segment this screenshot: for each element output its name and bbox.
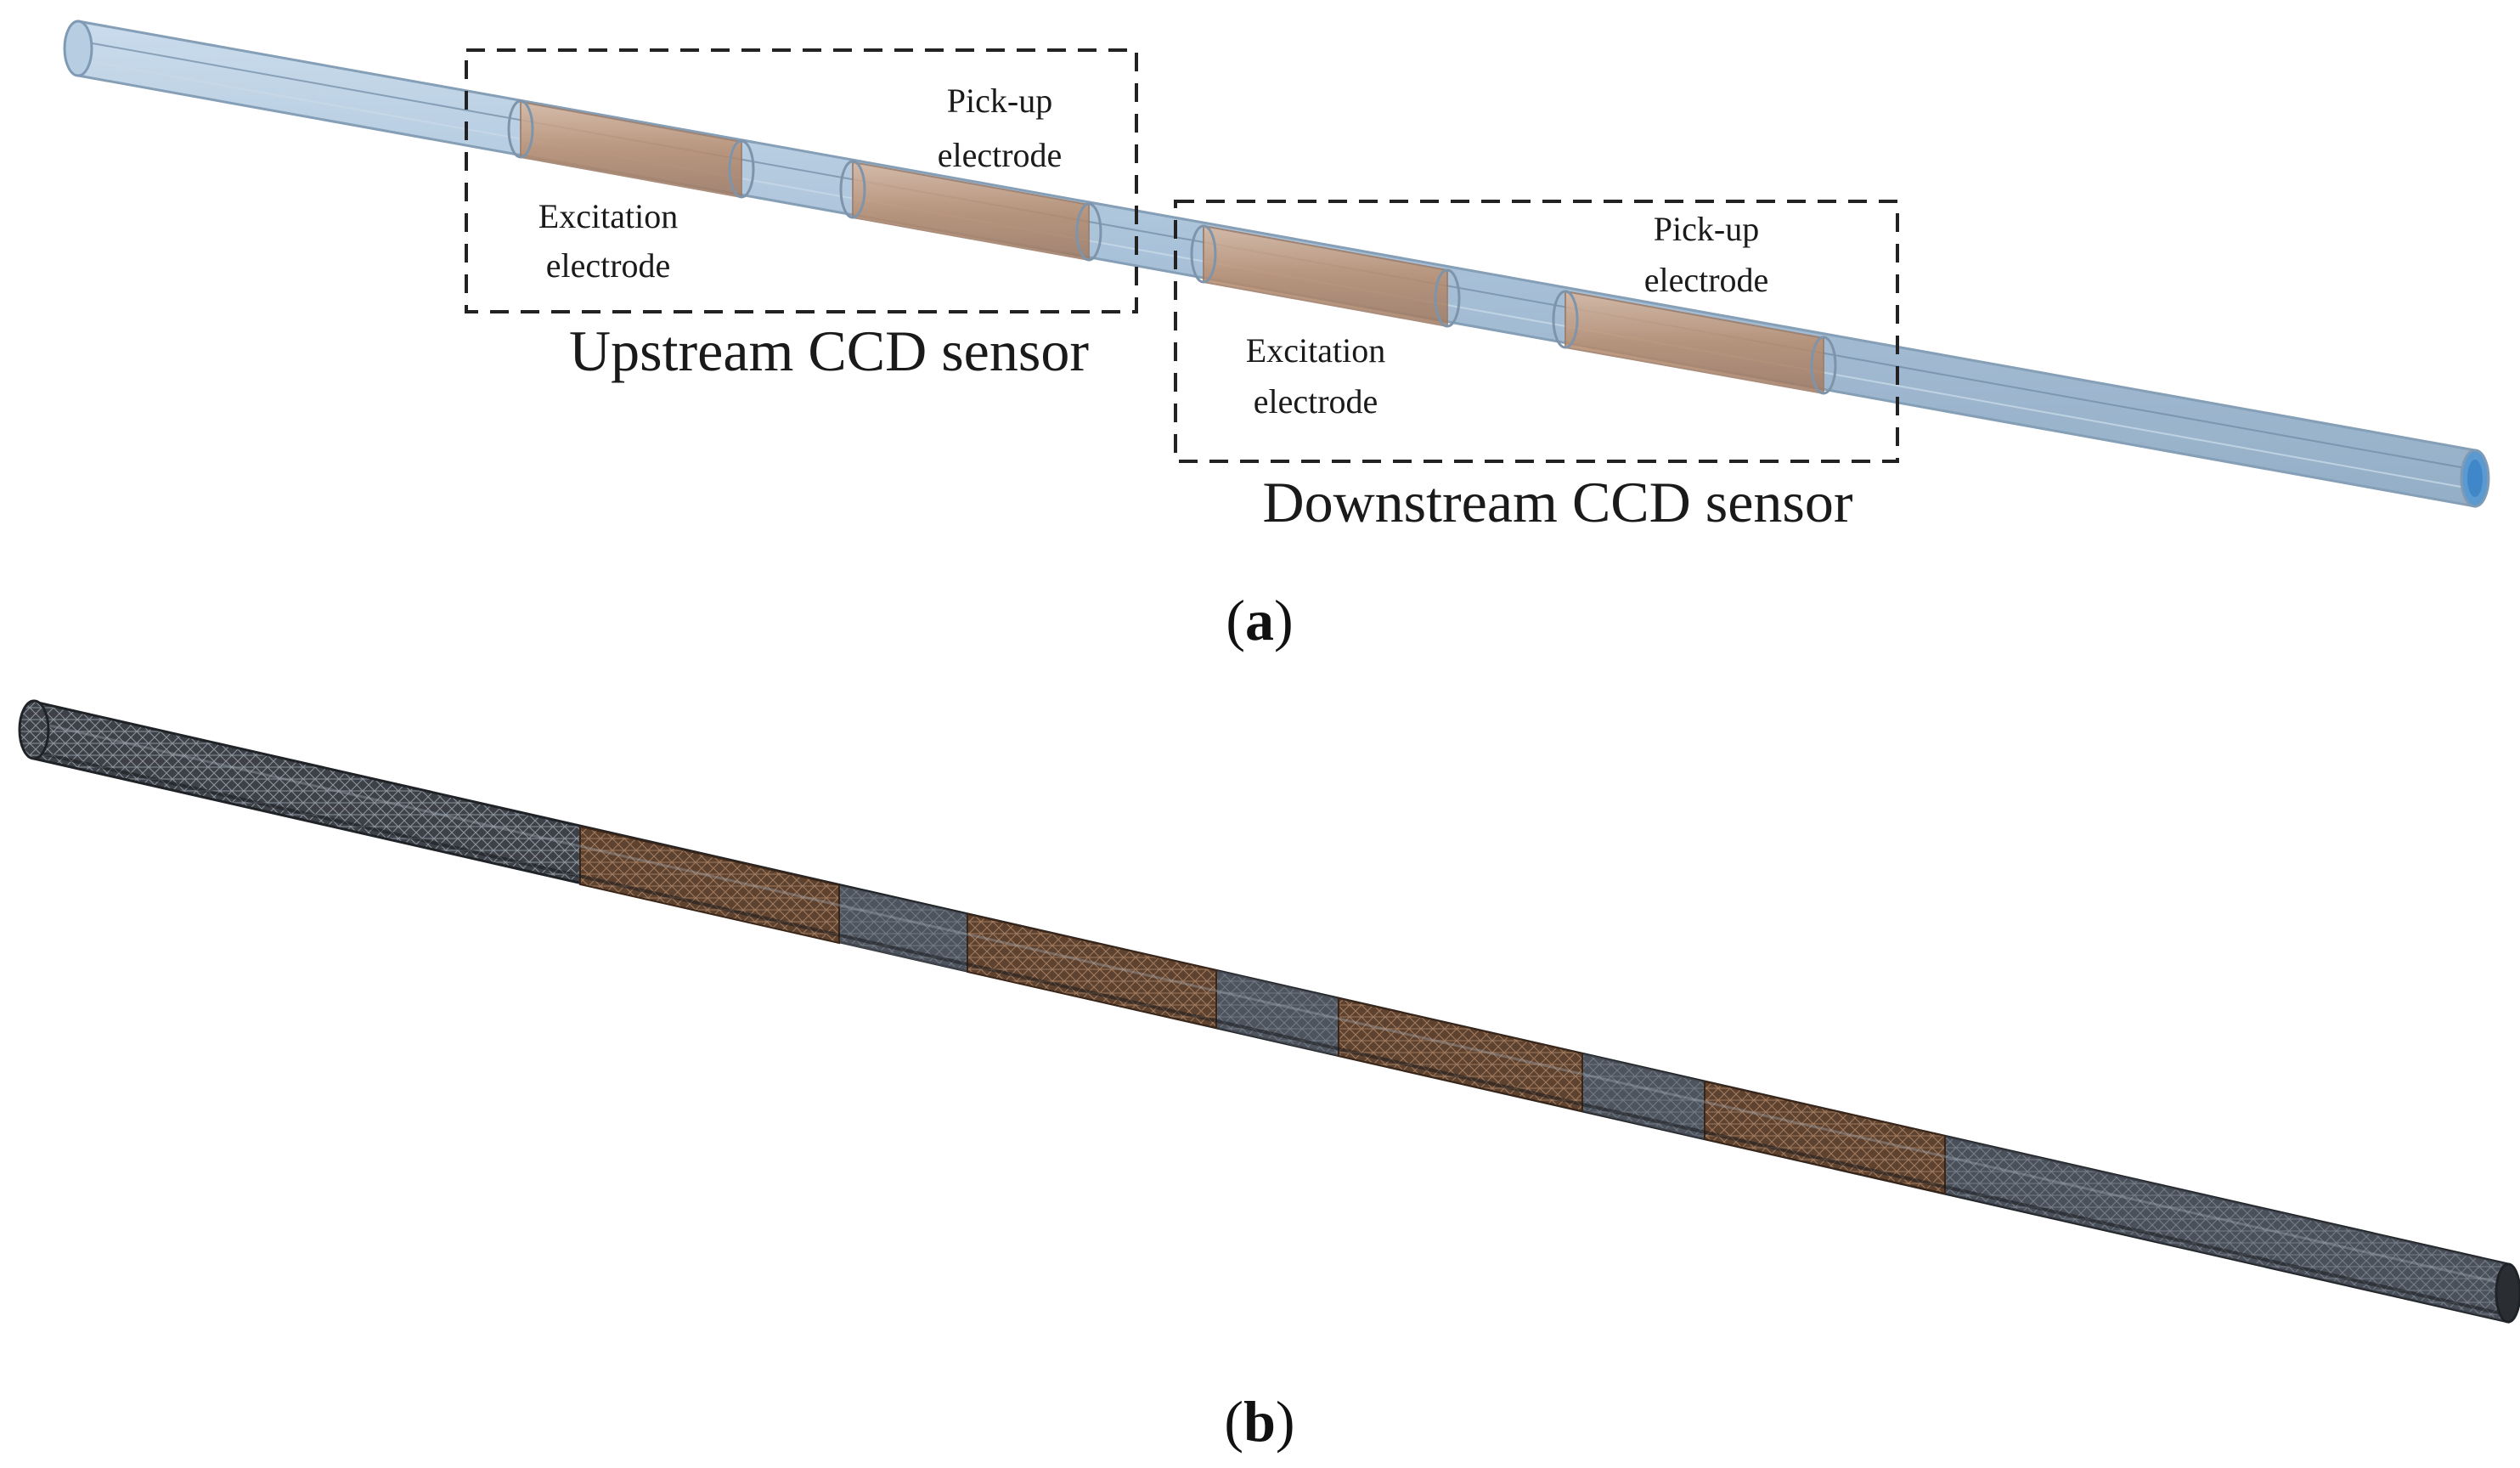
pipe-end-right-inner: [2467, 460, 2483, 497]
electrode-rings: [507, 99, 1837, 395]
upstream-excitation-label-line1: Excitation: [538, 197, 678, 235]
upstream-pickup-label-line2: electrode: [938, 136, 1063, 174]
downstream-pickup-label-line2: electrode: [1644, 261, 1769, 299]
downstream-excitation-electrode: [1203, 224, 1448, 328]
downstream-excitation-label-line1: Excitation: [1246, 331, 1385, 370]
panel-a-caption: (a): [1226, 588, 1293, 652]
downstream-sensor-title: Downstream CCD sensor: [1262, 470, 1852, 534]
panel-b-mesh-model: (b): [18, 699, 2520, 1454]
mesh-gap-segment: [1582, 1053, 1705, 1139]
mesh-highlight: [33, 720, 2509, 1286]
mesh-gap-segment: [1945, 1136, 2508, 1322]
mesh-upstream-pickup-electrode: [967, 912, 1217, 1030]
mesh-downstream-pickup-electrode: [1704, 1080, 1946, 1195]
mesh-gap-segment: [1216, 970, 1339, 1056]
mesh-model-icon: [18, 699, 2520, 1324]
mesh-gap-segment: [839, 885, 967, 972]
upstream-pickup-label-line1: Pick-up: [947, 82, 1052, 120]
mesh-end-left: [18, 699, 50, 760]
mesh-upstream-excitation-electrode: [579, 825, 840, 945]
pipe-end-left: [63, 20, 93, 77]
panel-b-caption: (b): [1224, 1389, 1294, 1454]
mesh-end-right: [2495, 1262, 2520, 1324]
upstream-excitation-electrode: [520, 100, 742, 199]
downstream-pickup-label-line1: Pick-up: [1654, 210, 1759, 248]
panel-a-pipe-model: Excitation electrode Pick-up electrode E…: [63, 20, 2490, 652]
downstream-excitation-label-line2: electrode: [1254, 382, 1378, 421]
upstream-excitation-label-line2: electrode: [546, 246, 671, 285]
downstream-pickup-electrode: [1564, 290, 1824, 395]
upstream-sensor-title: Upstream CCD sensor: [569, 319, 1089, 383]
mesh-downstream-excitation-electrode: [1338, 997, 1583, 1113]
upstream-pickup-electrode: [852, 161, 1090, 262]
pipe-model-icon: [63, 20, 2490, 508]
upstream-sensor-box: [465, 48, 1138, 313]
mesh-shadow: [33, 750, 2509, 1317]
